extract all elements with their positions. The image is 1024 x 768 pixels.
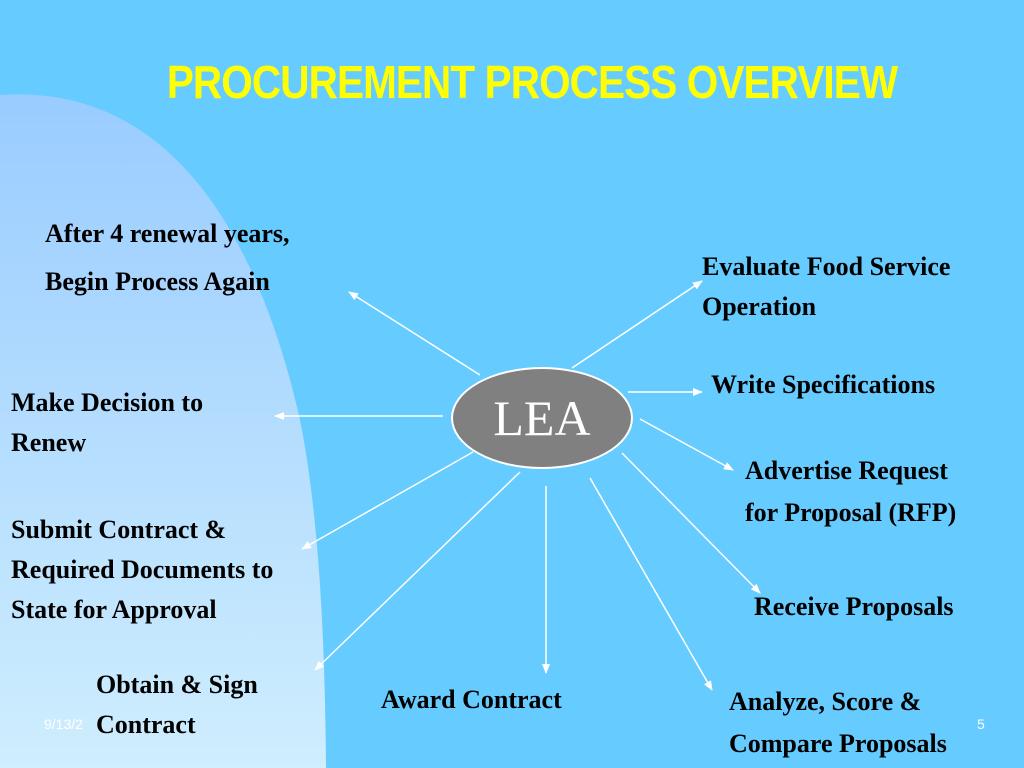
- arrow-to-submit: [301, 451, 474, 550]
- slide-number: 5: [977, 716, 985, 732]
- step-text: Advertise Request: [745, 456, 948, 485]
- arrow-to-obtain: [314, 471, 521, 671]
- step-write-specifications: Write Specifications: [711, 365, 935, 405]
- step-make-decision: Make Decision to Renew: [11, 383, 203, 463]
- step-text: State for Approval: [11, 595, 217, 624]
- step-analyze: Analyze, Score & Compare Proposals: [729, 681, 947, 765]
- slide-date: 9/13/2: [44, 716, 83, 732]
- step-text: Receive Proposals: [754, 592, 954, 621]
- step-text: After 4 renewal years,: [45, 219, 290, 248]
- step-text: for Proposal (RFP): [745, 498, 957, 527]
- step-text: Award Contract: [381, 685, 562, 714]
- step-obtain-sign: Obtain & Sign Contract: [96, 665, 258, 745]
- arrow-to-advertise: [639, 418, 734, 471]
- step-text: Write Specifications: [711, 370, 936, 399]
- step-text: Contract: [96, 710, 196, 739]
- step-text: Submit Contract &: [11, 515, 227, 544]
- step-text: Compare Proposals: [729, 729, 947, 758]
- page-title: PROCUREMENT PROCESS OVERVIEW: [166, 56, 898, 108]
- arrow-to-renewal: [348, 291, 481, 376]
- step-text: Evaluate Food Service: [702, 252, 951, 281]
- step-advertise: Advertise Request for Proposal (RFP): [745, 450, 956, 534]
- lea-hub: LEA: [451, 367, 633, 469]
- step-text: Make Decision to: [11, 388, 204, 417]
- step-text: Operation: [702, 292, 817, 321]
- step-text: Analyze, Score &: [729, 687, 922, 716]
- step-text: Renew: [11, 428, 87, 457]
- arrow-to-receive: [621, 452, 761, 594]
- step-award-contract: Award Contract: [381, 680, 562, 720]
- step-text: Obtain & Sign: [96, 670, 258, 699]
- step-receive-proposals: Receive Proposals: [754, 587, 954, 627]
- step-submit-contract: Submit Contract & Required Documents to …: [11, 510, 273, 630]
- step-text: Begin Process Again: [45, 267, 270, 296]
- step-renewal: After 4 renewal years, Begin Process Aga…: [45, 210, 290, 306]
- step-text: Required Documents to: [11, 555, 274, 584]
- arrow-to-evaluate: [571, 280, 703, 369]
- arrow-to-analyze: [589, 477, 713, 691]
- hub-label: LEA: [493, 390, 591, 446]
- step-evaluate: Evaluate Food Service Operation: [702, 247, 950, 327]
